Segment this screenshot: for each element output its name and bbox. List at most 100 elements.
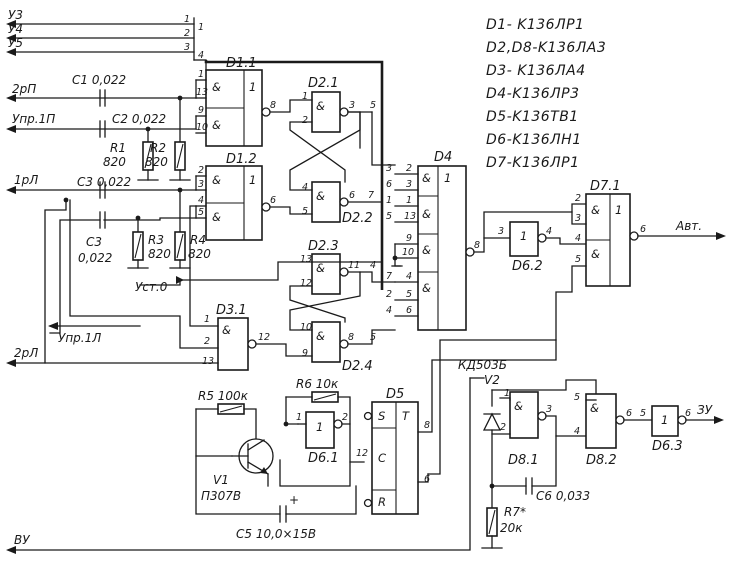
gate-d2-3: & D2.3 13 12 11: [300, 239, 360, 295]
signal-zu: ЗУ: [697, 403, 713, 417]
legend-line-3: D3- K136ЛA4: [486, 63, 586, 79]
svg-text:8: 8: [424, 420, 430, 431]
svg-text:3: 3: [386, 163, 392, 174]
svg-text:2: 2: [575, 193, 581, 204]
svg-text:12: 12: [356, 448, 368, 459]
svg-text:11: 11: [348, 260, 360, 271]
svg-text:C3: C3: [86, 235, 102, 249]
svg-text:13: 13: [300, 254, 312, 265]
svg-text:5: 5: [406, 289, 412, 300]
gate-d3-1: & D3.1 1 2 13 12: [202, 303, 270, 371]
svg-text:&: &: [422, 207, 431, 221]
svg-text:5: 5: [574, 392, 580, 403]
label-d3-1: D3.1: [216, 303, 247, 318]
flipflop-d5: S T C R D5 8 6 12: [356, 387, 430, 515]
component-legend: D1- K136ЛP1 D2,D8-K136ЛA3 D3- K136ЛA4 D4…: [486, 17, 606, 171]
svg-text:&: &: [222, 323, 231, 337]
svg-text:2: 2: [198, 165, 204, 176]
svg-text:6: 6: [386, 179, 392, 190]
svg-text:&: &: [212, 210, 221, 224]
svg-text:5: 5: [640, 408, 646, 419]
transistor-v1: V1 П307В: [201, 438, 274, 503]
legend-line-7: D7-K136ЛP1: [486, 155, 580, 171]
label-d7-1: D7.1: [590, 179, 621, 194]
signal-y5: У5: [8, 36, 23, 50]
gate-d2-4: & D2.4 10 9 8: [300, 321, 373, 374]
signal-upr-1l: Упр.1Л: [58, 331, 101, 345]
legend-line-5: D5-K136TB1: [486, 109, 579, 125]
svg-text:3: 3: [546, 404, 552, 415]
svg-text:1: 1: [316, 420, 323, 434]
signal-upr-1p: Упр.1П: [12, 112, 55, 126]
gate-d1-1: & 1 & D1.1 1 13 9 10 8: [195, 56, 276, 147]
signal-2rp: 2рП: [12, 82, 36, 96]
svg-text:13: 13: [196, 87, 208, 98]
label-d6-1: D6.1: [308, 451, 339, 466]
svg-text:1: 1: [386, 195, 392, 206]
label-d2-3: D2.3: [308, 239, 339, 254]
svg-text:3: 3: [198, 179, 204, 190]
gate-d6-3: 1 D6.3 6: [651, 405, 691, 454]
svg-text:1: 1: [302, 91, 308, 102]
svg-text:820: 820: [148, 247, 171, 261]
signal-ust0: Уст.0: [135, 280, 168, 294]
label-d1-1: D1.1: [226, 56, 257, 71]
gate-d6-2: 1 D6.2 4: [509, 221, 552, 274]
signal-y3: У3: [8, 8, 23, 22]
svg-text:20к: 20к: [500, 521, 523, 535]
svg-text:4: 4: [574, 426, 580, 437]
legend-line-4: D4-K136ЛP3: [486, 86, 580, 102]
svg-text:R2: R2: [150, 141, 166, 155]
svg-text:10: 10: [300, 322, 312, 333]
resistor-r6: R6 10к: [296, 377, 339, 403]
resistor-r7: R7* 20к: [481, 487, 526, 549]
svg-text:C: C: [378, 451, 386, 465]
cap-c2: C2 0,022: [112, 112, 166, 126]
svg-text:7: 7: [368, 190, 374, 201]
svg-text:7: 7: [386, 271, 392, 282]
svg-text:5: 5: [198, 207, 204, 218]
svg-text:3: 3: [406, 179, 412, 190]
svg-text:6: 6: [640, 224, 646, 235]
svg-text:R1: R1: [110, 141, 126, 155]
label-d6-3: D6.3: [652, 439, 683, 454]
svg-text:П307В: П307В: [201, 489, 241, 503]
svg-text:3: 3: [184, 42, 190, 53]
svg-text:R5 100к: R5 100к: [198, 389, 249, 403]
signal-2rl: 2рЛ: [14, 346, 38, 360]
gate-d2-1: & D2.1 1 2 3: [302, 76, 355, 133]
svg-text:&: &: [316, 329, 325, 343]
svg-text:1: 1: [198, 22, 204, 33]
svg-text:&: &: [422, 243, 431, 257]
svg-text:1: 1: [444, 171, 451, 185]
cap-c3-a: C3 0,022: [77, 175, 131, 189]
svg-text:1: 1: [504, 388, 510, 399]
svg-text:820: 820: [145, 155, 168, 169]
cap-c3-b: C3 0,022: [49, 211, 197, 334]
legend-line-2: D2,D8-K136ЛA3: [486, 40, 606, 56]
svg-text:12: 12: [300, 278, 312, 289]
svg-text:6: 6: [349, 190, 355, 201]
svg-text:5: 5: [386, 211, 392, 222]
gate-d2-2: & D2.2 4 5 6: [302, 181, 373, 226]
cap-c1: C1 0,022: [72, 73, 126, 87]
svg-text:1: 1: [204, 314, 210, 325]
svg-text:8: 8: [474, 240, 480, 251]
svg-text:&: &: [212, 118, 221, 132]
label-d2-2: D2.2: [342, 211, 373, 226]
svg-text:4: 4: [386, 305, 392, 316]
svg-text:8: 8: [270, 100, 276, 111]
svg-text:2: 2: [184, 28, 190, 39]
signal-avt: Авт.: [675, 219, 702, 233]
label-d5: D5: [386, 387, 404, 402]
svg-text:S: S: [378, 409, 385, 423]
svg-text:5: 5: [370, 332, 376, 343]
svg-text:R4: R4: [190, 233, 206, 247]
svg-text:4: 4: [575, 233, 581, 244]
svg-text:4: 4: [198, 195, 204, 206]
svg-text:4: 4: [370, 260, 376, 271]
svg-text:R6 10к: R6 10к: [296, 377, 339, 391]
svg-text:&: &: [590, 401, 599, 415]
label-d4: D4: [434, 150, 452, 165]
svg-text:C5 10,0×15В: C5 10,0×15В: [236, 527, 316, 541]
